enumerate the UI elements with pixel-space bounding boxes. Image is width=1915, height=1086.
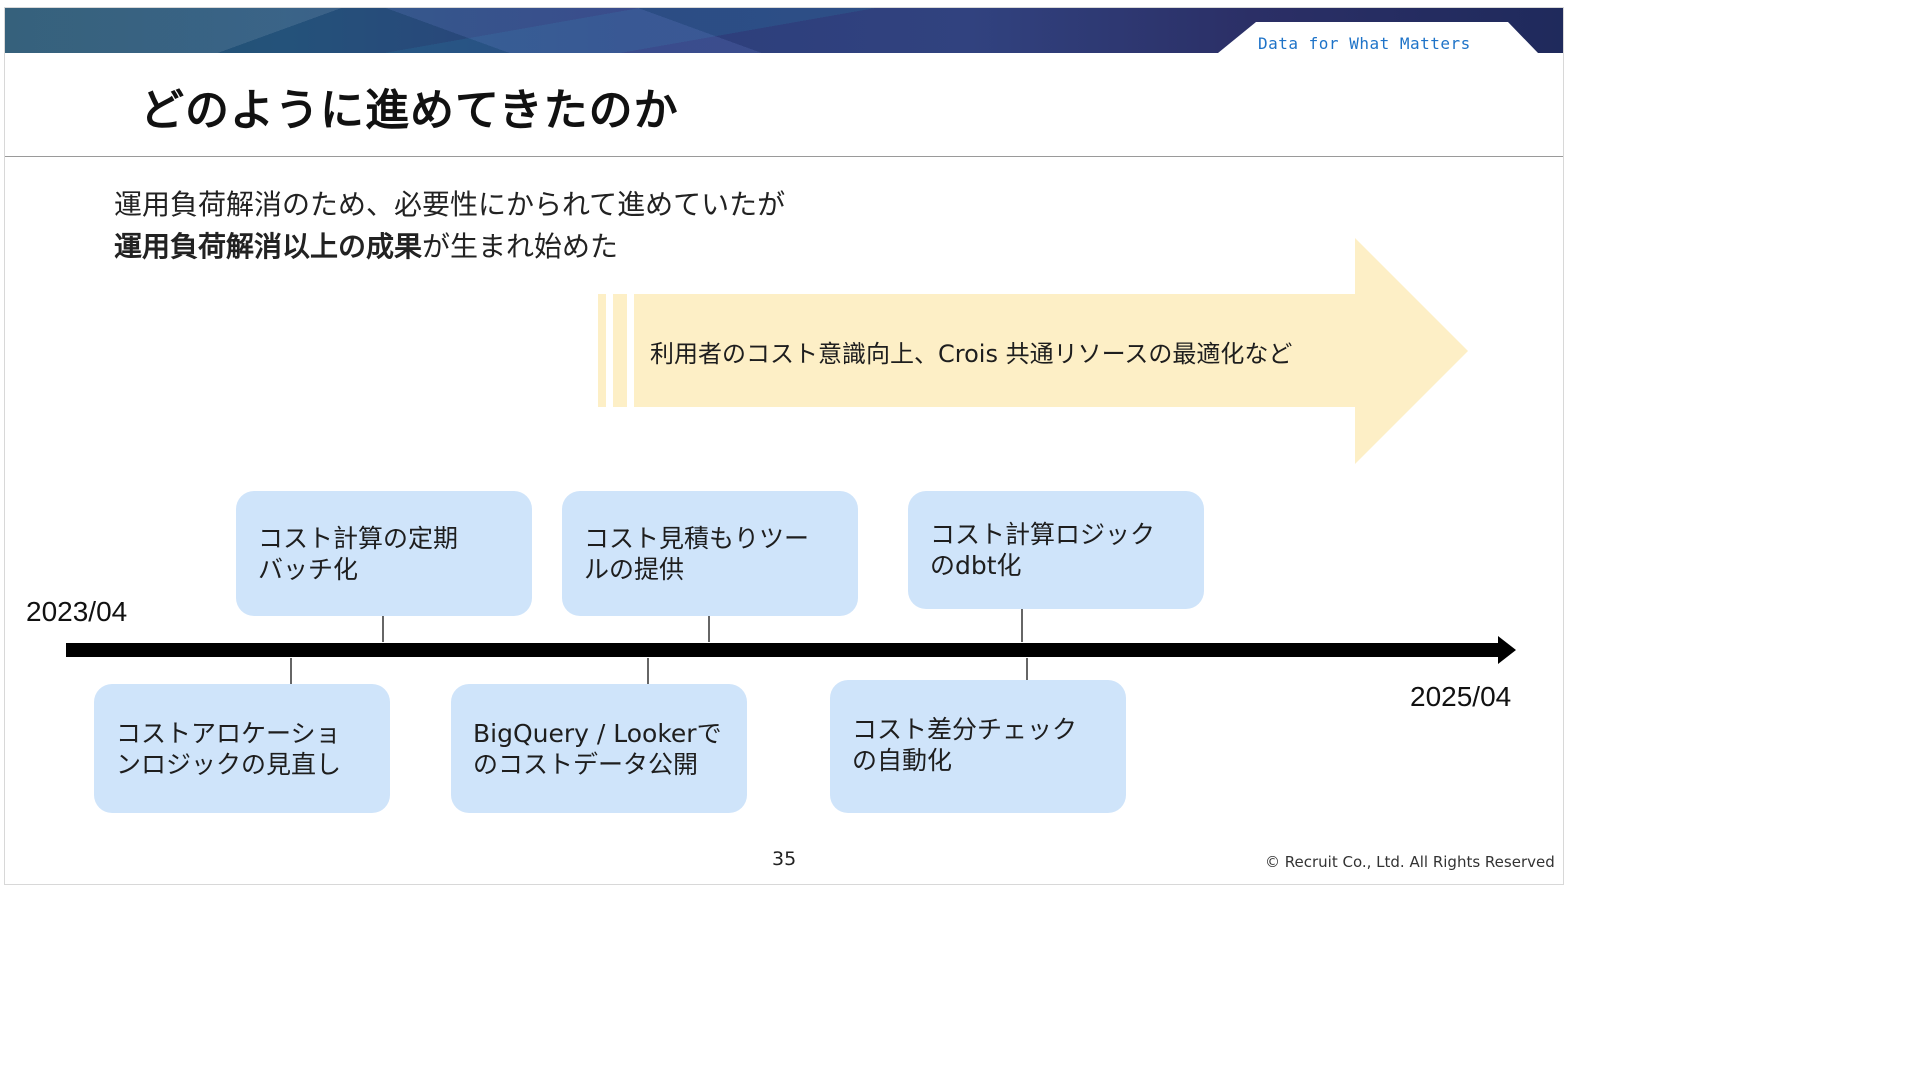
slide-frame — [4, 7, 1564, 885]
lead-text-rest: が生まれ始めた — [422, 230, 619, 263]
milestone-line: ルの提供 — [584, 555, 685, 584]
copyright-notice: © Recruit Co., Ltd. All Rights Reserved — [1265, 853, 1555, 871]
tagline-tab — [1218, 22, 1538, 53]
outcome-arrow — [598, 238, 1468, 464]
milestone-box: コスト見積もりツー ルの提供 — [562, 491, 858, 616]
arrow-label: 利用者のコスト意識向上、Crois 共通リソースの最適化など — [650, 340, 1293, 368]
timeline-bar — [66, 643, 1500, 657]
milestone-line: BigQuery / Lookerで — [473, 719, 722, 748]
timeline — [66, 609, 1516, 684]
milestone-box: コスト計算ロジック のdbt化 — [908, 491, 1204, 609]
milestone-box: コスト差分チェック の自動化 — [830, 680, 1126, 813]
arrow-stripe-2 — [613, 294, 627, 407]
milestone-line: コスト差分チェック — [852, 715, 1078, 744]
tagline-text: Data for What Matters — [1258, 34, 1471, 53]
lead-text-line1: 運用負荷解消のため、必要性にかられて進めていたが — [114, 188, 786, 221]
timeline-end-label: 2025/04 — [1410, 681, 1512, 712]
milestone-line: のコストデータ公開 — [473, 750, 699, 779]
milestone-line: ンロジックの見直し — [116, 750, 342, 779]
milestone-box: コスト計算の定期 バッチ化 — [236, 491, 532, 616]
milestone-line: コストアロケーショ — [116, 719, 341, 748]
milestone-box: BigQuery / Lookerで のコストデータ公開 — [451, 684, 747, 813]
lead-text-line2: 運用負荷解消以上の成果が生まれ始めた — [114, 225, 618, 265]
arrow-stripe-1 — [598, 294, 606, 407]
page-number: 35 — [772, 848, 797, 870]
milestone-line: バッチ化 — [258, 555, 359, 584]
milestone-line: コスト計算ロジック — [930, 520, 1156, 549]
lead-emphasis: 運用負荷解消以上の成果 — [114, 230, 423, 263]
timeline-start-label: 2023/04 — [26, 596, 128, 627]
milestone-line: コスト計算の定期 — [258, 524, 459, 553]
milestone-box: コストアロケーショ ンロジックの見直し — [94, 684, 390, 813]
slide-title: どのように進めてきたのか — [140, 85, 679, 136]
milestone-line: コスト見積もりツー — [584, 524, 810, 553]
milestone-line: の自動化 — [852, 746, 953, 775]
timeline-arrowhead — [1498, 636, 1516, 664]
milestone-line: のdbt化 — [930, 551, 1022, 580]
arrow-body — [634, 238, 1468, 464]
title-divider — [5, 156, 1563, 157]
